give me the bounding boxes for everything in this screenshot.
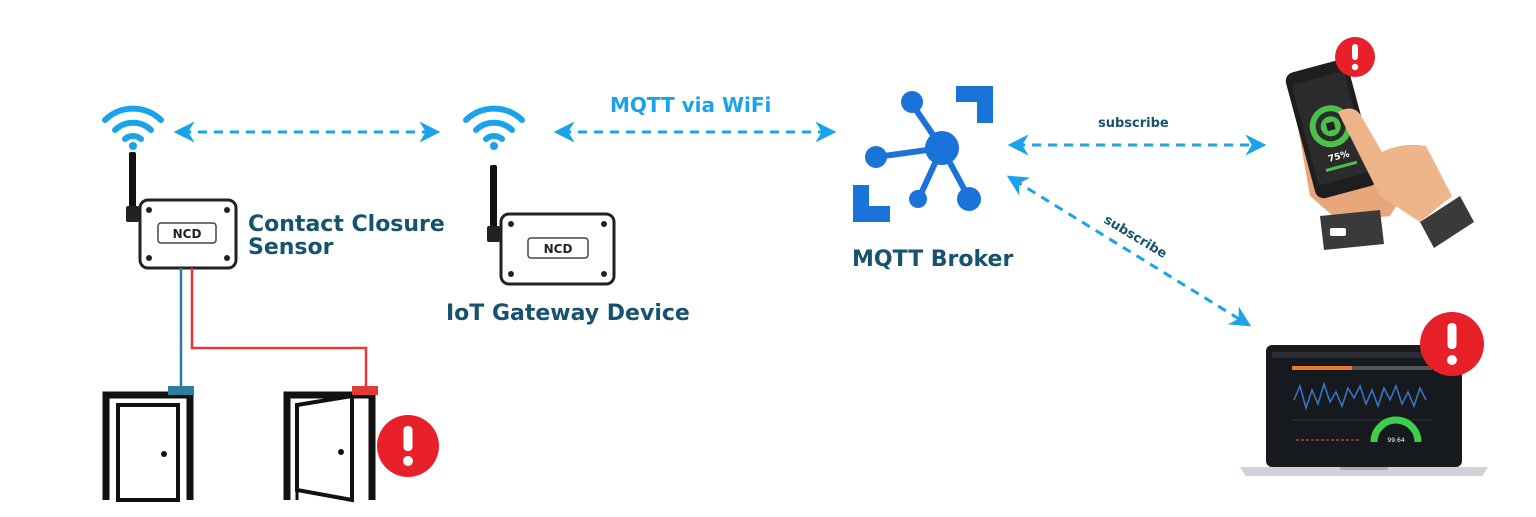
subscribe-phone-label: subscribe <box>1098 116 1169 131</box>
link-label: MQTT via WiFi <box>610 93 771 117</box>
sensor-label-line1: Contact Closure <box>248 212 445 237</box>
broker-label: MQTT Broker <box>852 247 1013 272</box>
device-logo: NCD <box>173 227 202 241</box>
wire-red <box>190 268 368 388</box>
wifi-icon <box>463 105 525 150</box>
gateway-device: NCD <box>487 165 616 286</box>
sensor-label-line2: Sensor <box>248 235 334 260</box>
alert-icon <box>377 415 439 477</box>
arrow-broker-laptop <box>1006 175 1252 327</box>
door-open-icon <box>283 386 378 503</box>
wifi-icon <box>102 105 164 150</box>
antenna-icon <box>490 165 497 233</box>
gateway-label: IoT Gateway Device <box>446 301 690 326</box>
network-hub-icon <box>853 86 993 222</box>
subscribe-laptop-label: subscribe <box>1101 213 1170 262</box>
phone-icon: 75% <box>1285 60 1474 250</box>
door-closed-icon <box>102 386 194 502</box>
laptop-icon: 99.64 <box>1240 345 1488 476</box>
laptop-gauge-value: 99.64 <box>1387 437 1404 444</box>
antenna-icon <box>129 152 136 214</box>
alert-icon <box>1420 312 1484 376</box>
gateway-logo: NCD <box>544 242 573 256</box>
alert-icon <box>1335 37 1375 77</box>
sensor-device: NCD <box>126 152 238 270</box>
